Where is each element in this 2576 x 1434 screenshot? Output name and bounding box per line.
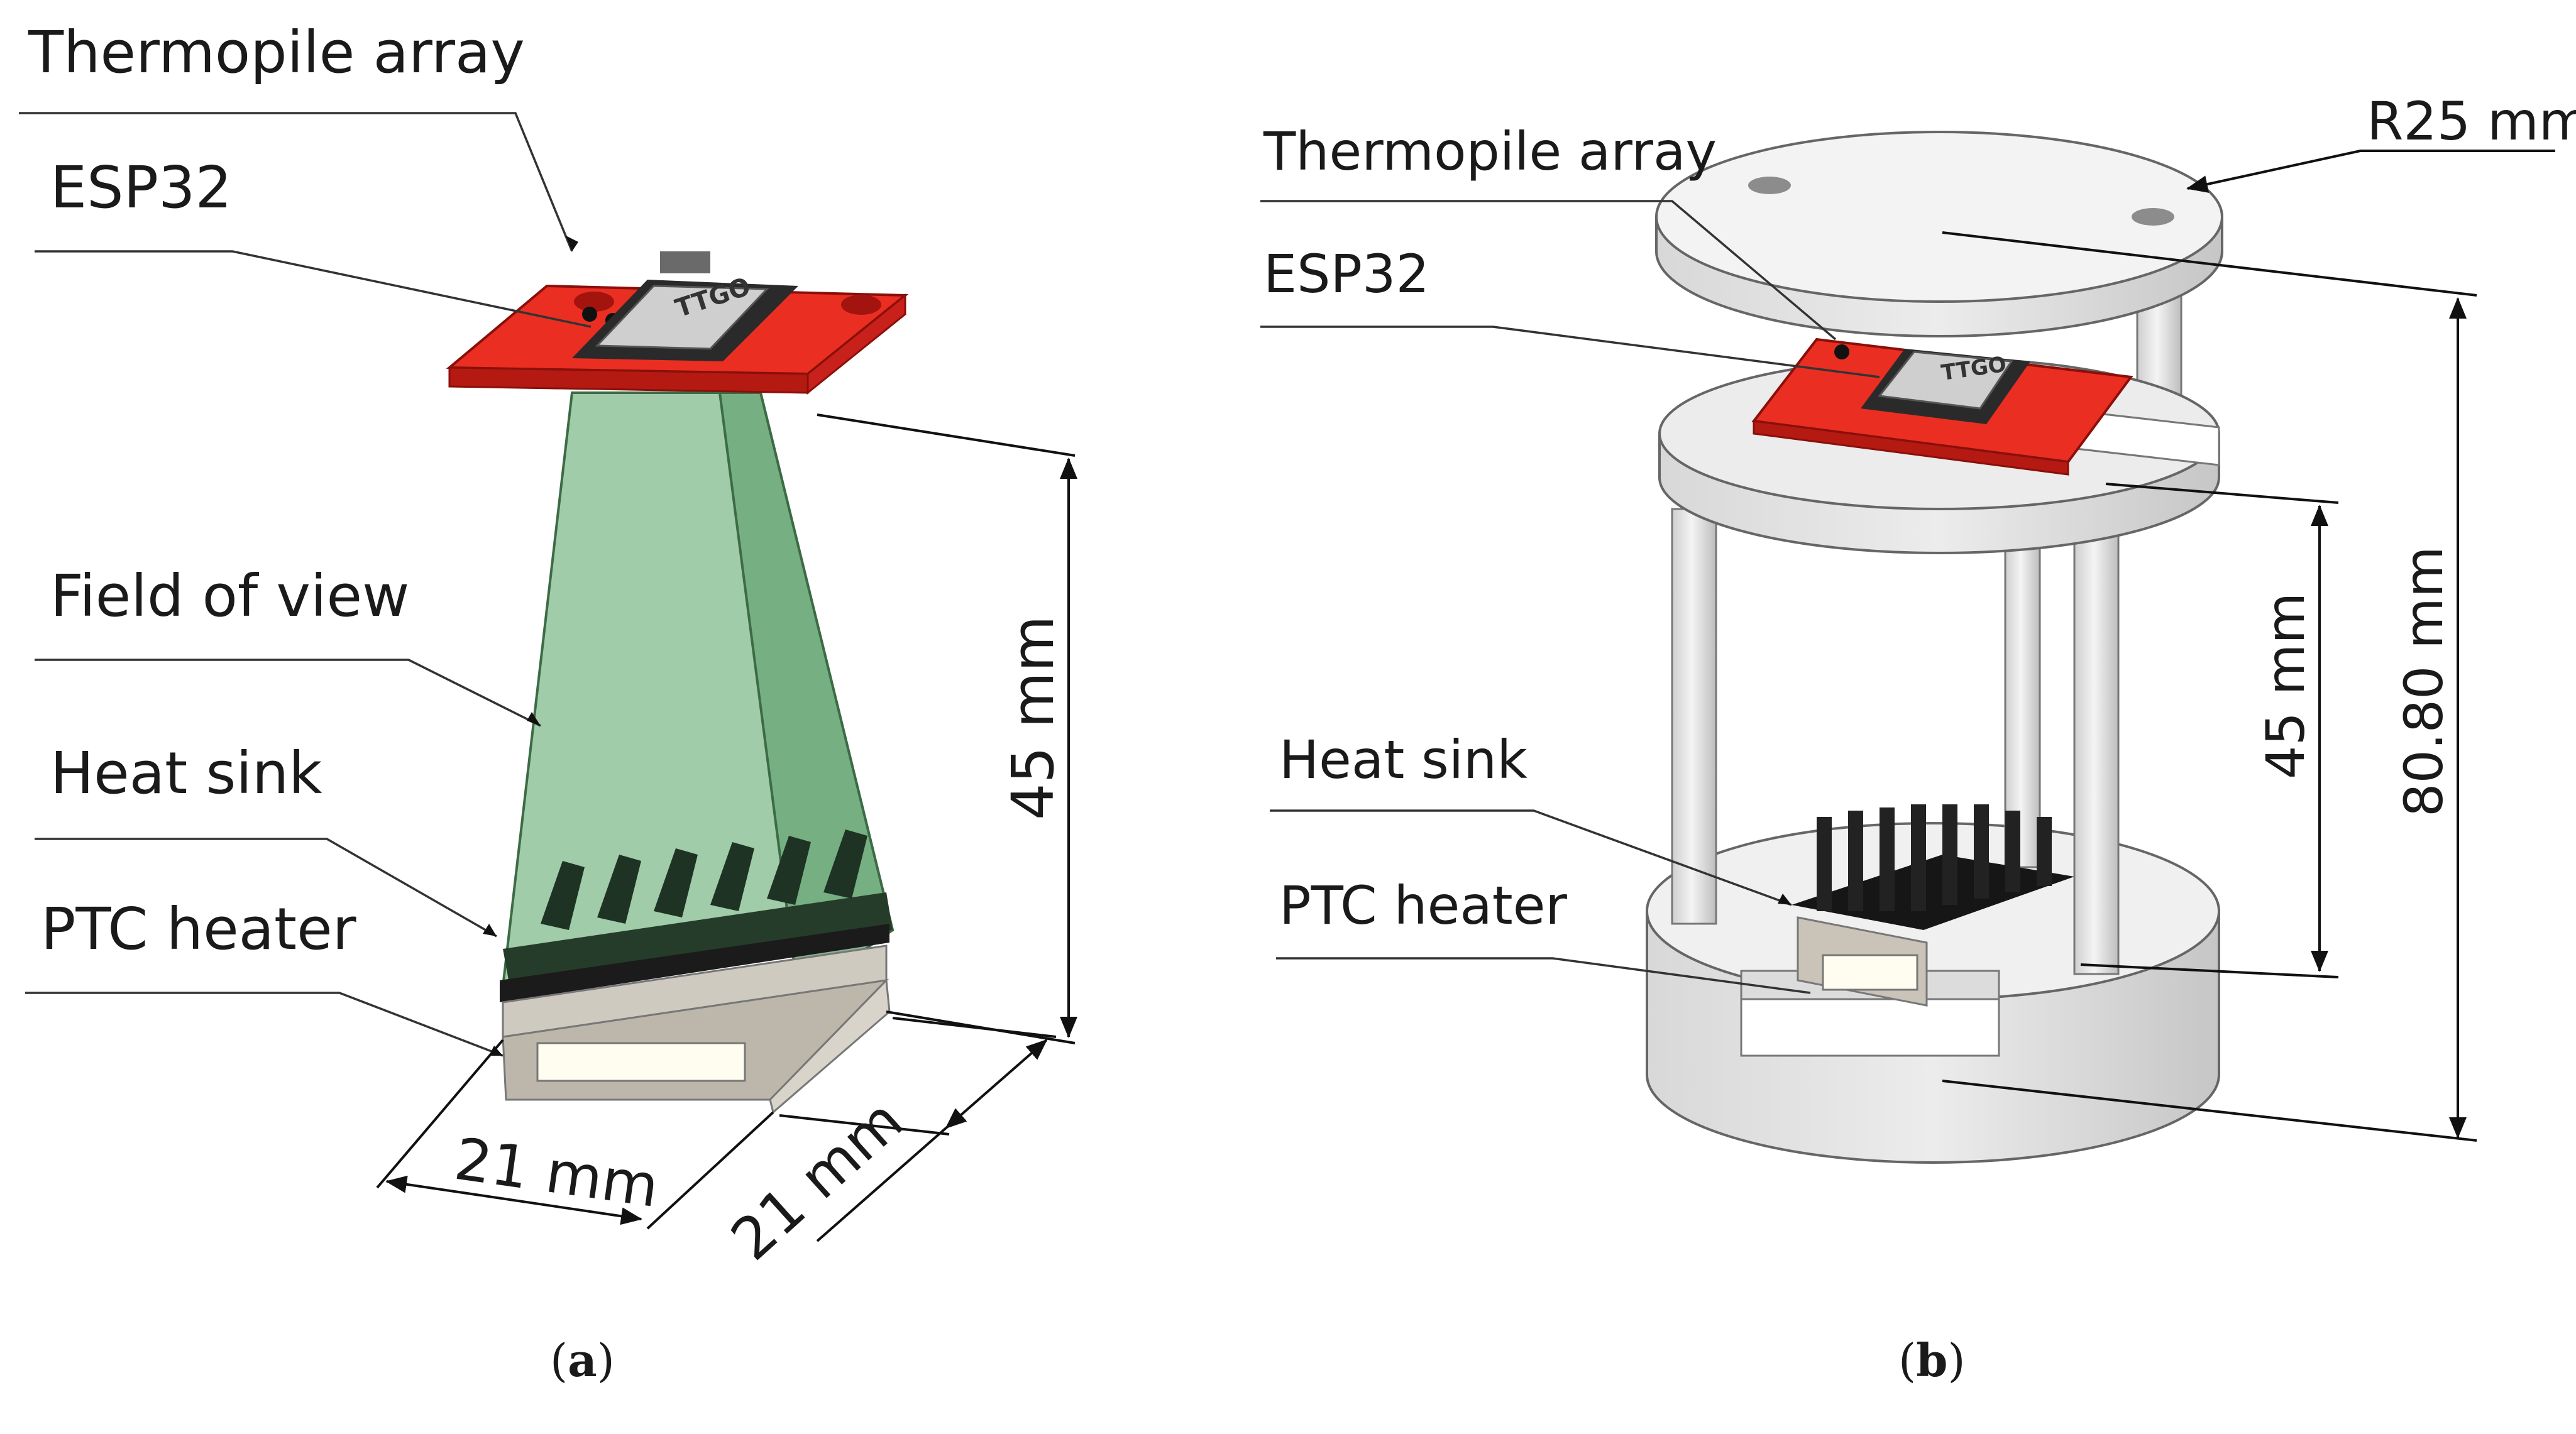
- dimension-21mm-depth: [779, 1017, 1057, 1242]
- label-ptc-heater-a: PTC heater: [41, 895, 356, 963]
- dimension-label-height-total-b: 80.80 mm: [2393, 546, 2455, 817]
- caption-a: (a): [550, 1333, 615, 1387]
- dimension-radius: [2186, 150, 2555, 193]
- panel-a: TTGO Thermopile array ESP32 Field of vie…: [19, 19, 1077, 1387]
- ptc-heater-a: [502, 944, 891, 1114]
- label-thermopile-array-a: Thermopile array: [28, 19, 525, 86]
- label-thermopile-array-b: Thermopile array: [1263, 121, 1717, 182]
- label-heat-sink-b: Heat sink: [1279, 729, 1527, 791]
- leaders-b: [1260, 200, 1880, 994]
- leaders-a: [19, 112, 592, 1057]
- dimension-label-height-a: 45 mm: [999, 615, 1067, 820]
- pcb-board-b: TTGO: [1751, 337, 2133, 476]
- label-esp32-a: ESP32: [50, 154, 232, 221]
- panel-b: TTGO Thermopile array ESP32 Heat sink PT…: [1260, 90, 2576, 1387]
- dimension-45mm-b: [2080, 483, 2339, 978]
- dimension-21mm-width: [376, 1039, 774, 1230]
- label-ptc-heater-b: PTC heater: [1279, 875, 1567, 936]
- dimension-label-height-inner-b: 45 mm: [2255, 593, 2316, 779]
- label-field-of-view: Field of view: [50, 562, 409, 630]
- label-esp32-b: ESP32: [1263, 243, 1429, 305]
- caption-b: (b): [1898, 1333, 1966, 1387]
- heat-sink-a: [500, 829, 893, 1002]
- dimension-8080mm: [1942, 231, 2477, 1142]
- label-heat-sink-a: Heat sink: [50, 740, 322, 807]
- leader-arrowheads-b: [1778, 894, 1792, 905]
- heat-sink-b: [1792, 804, 2074, 930]
- pcb-board-a: TTGO: [446, 251, 909, 395]
- ptc-heater-b: [1797, 916, 1928, 1007]
- dimension-label-radius: R25 mm: [2367, 90, 2576, 152]
- dimension-label-width-a: 21 mm: [451, 1125, 663, 1220]
- top-disk: [1655, 131, 2223, 337]
